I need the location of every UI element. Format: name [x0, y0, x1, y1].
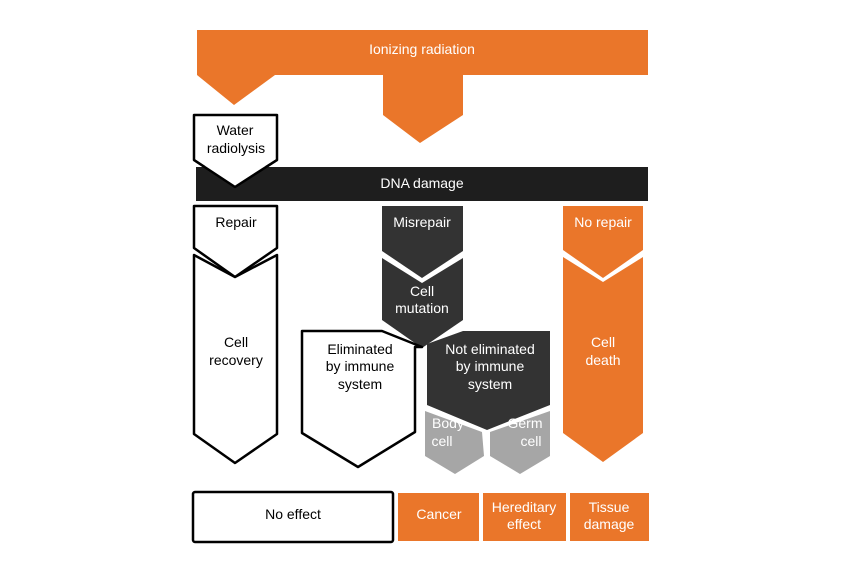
cell-mutation-box [382, 258, 463, 348]
cell-recovery-box [192, 253, 279, 465]
repair-label: Repair [215, 214, 257, 230]
body-cell-box [425, 411, 484, 474]
eliminated-label-line2: by immune [326, 358, 395, 374]
cell-death-label-line1: Cell [591, 334, 615, 350]
tissue-damage-label-line2: damage [584, 516, 635, 532]
water-radiolysis-label-line1: Water [217, 122, 254, 138]
not-eliminated-box [427, 331, 550, 430]
ionizing-radiation-label: Ionizing radiation [369, 41, 475, 57]
cancer-label: Cancer [416, 506, 461, 522]
eliminated-label-line3: system [338, 376, 382, 392]
misrepair-box [382, 206, 463, 278]
cell-recovery-label-line2: recovery [209, 352, 263, 368]
eliminated-label-line1: Eliminated [327, 341, 392, 357]
tissue-damage-box [570, 493, 649, 541]
cell-mutation-label-line1: Cell [410, 283, 434, 299]
no-effect-box [191, 490, 395, 544]
no-repair-box [563, 206, 643, 278]
ionizing-radiation-banner [197, 30, 648, 143]
hereditary-effect-box [483, 493, 566, 541]
repair-box [192, 204, 279, 279]
cell-death-box [563, 257, 643, 462]
dna-damage-label: DNA damage [380, 175, 463, 191]
body-cell-label-line2: cell [431, 433, 452, 449]
dna-damage-bar [196, 167, 648, 201]
cell-death-label-line2: death [585, 352, 620, 368]
misrepair-label: Misrepair [393, 214, 451, 230]
water-radiolysis-tip [203, 166, 267, 187]
no-effect-label: No effect [265, 506, 321, 522]
no-repair-label: No repair [574, 214, 632, 230]
tissue-damage-label-line1: Tissue [589, 499, 630, 515]
hereditary-effect-label-line2: effect [507, 516, 541, 532]
germ-cell-label-line2: cell [520, 433, 541, 449]
eliminated-box [300, 329, 424, 469]
water-radiolysis-label-line2: radiolysis [207, 140, 265, 156]
cancer-box [398, 493, 479, 541]
germ-cell-box [490, 411, 550, 474]
cell-recovery-label-line1: Cell [224, 334, 248, 350]
germ-cell-label-line1: Germ [508, 415, 543, 431]
water-radiolysis-tip-outline [193, 158, 278, 189]
body-cell-label-line1: Body [432, 415, 464, 431]
not-eliminated-label-line1: Not eliminated [445, 341, 535, 357]
cell-mutation-label-line2: mutation [395, 300, 449, 316]
not-eliminated-label-line3: system [468, 376, 512, 392]
not-eliminated-label-line2: by immune [456, 358, 525, 374]
hereditary-effect-label-line1: Hereditary [492, 499, 557, 515]
